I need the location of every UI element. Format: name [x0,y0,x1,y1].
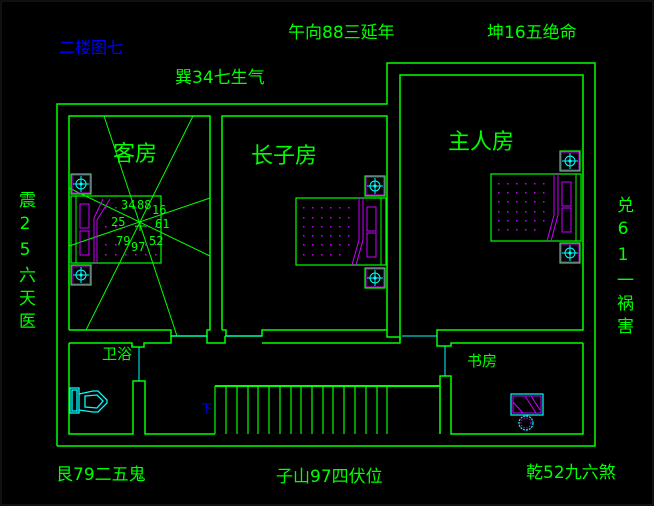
grid-number-n2: 88 [137,198,152,212]
drawing-title: 二楼图七 [59,38,124,57]
direction-bottom-left: 艮79二五鬼 [56,465,146,485]
direction-top-right: 坤16五绝命 [487,23,577,43]
grid-number-n: 34 [121,198,136,212]
guest-room-walls [68,115,211,337]
stair-down-label: 下 [201,402,212,415]
room-label-master: 主人房 [448,130,515,155]
son-bed [295,197,387,266]
bagua-center-marker-icon [135,221,145,231]
grid-number-s: 97 [131,240,146,254]
room-label-study: 书房 [467,352,498,370]
grid-number-w: 25 [111,215,126,229]
grid-number-sw: 79 [116,234,131,248]
door-openings [138,335,446,381]
direction-bottom-center: 子山97四伏位 [276,467,383,487]
chair-icon [518,415,534,431]
outer-wall [56,62,596,447]
toilet-icon [69,387,108,414]
grid-number-ne: 16 [152,203,167,217]
room-label-guest: 客房 [113,142,158,167]
guest-bed [70,195,162,264]
direction-top-center: 午向88三延年 [288,23,395,43]
grid-number-e: 61 [155,217,170,231]
room-label-eldest-son: 长子房 [251,144,318,169]
staircase[interactable] [214,385,441,434]
son-room-walls [221,115,388,337]
master-bed [490,173,582,242]
grid-number-se: 52 [149,234,164,248]
direction-top-left: 巽34七生气 [175,68,265,88]
room-label-bathroom: 卫浴 [102,345,133,363]
master-room-walls [386,74,584,347]
direction-right: 兑61一祸害 [613,196,633,340]
direction-bottom-right: 乾52九六煞 [526,463,616,483]
desk-icon [510,393,544,416]
direction-left: 震25六天医 [15,191,35,335]
